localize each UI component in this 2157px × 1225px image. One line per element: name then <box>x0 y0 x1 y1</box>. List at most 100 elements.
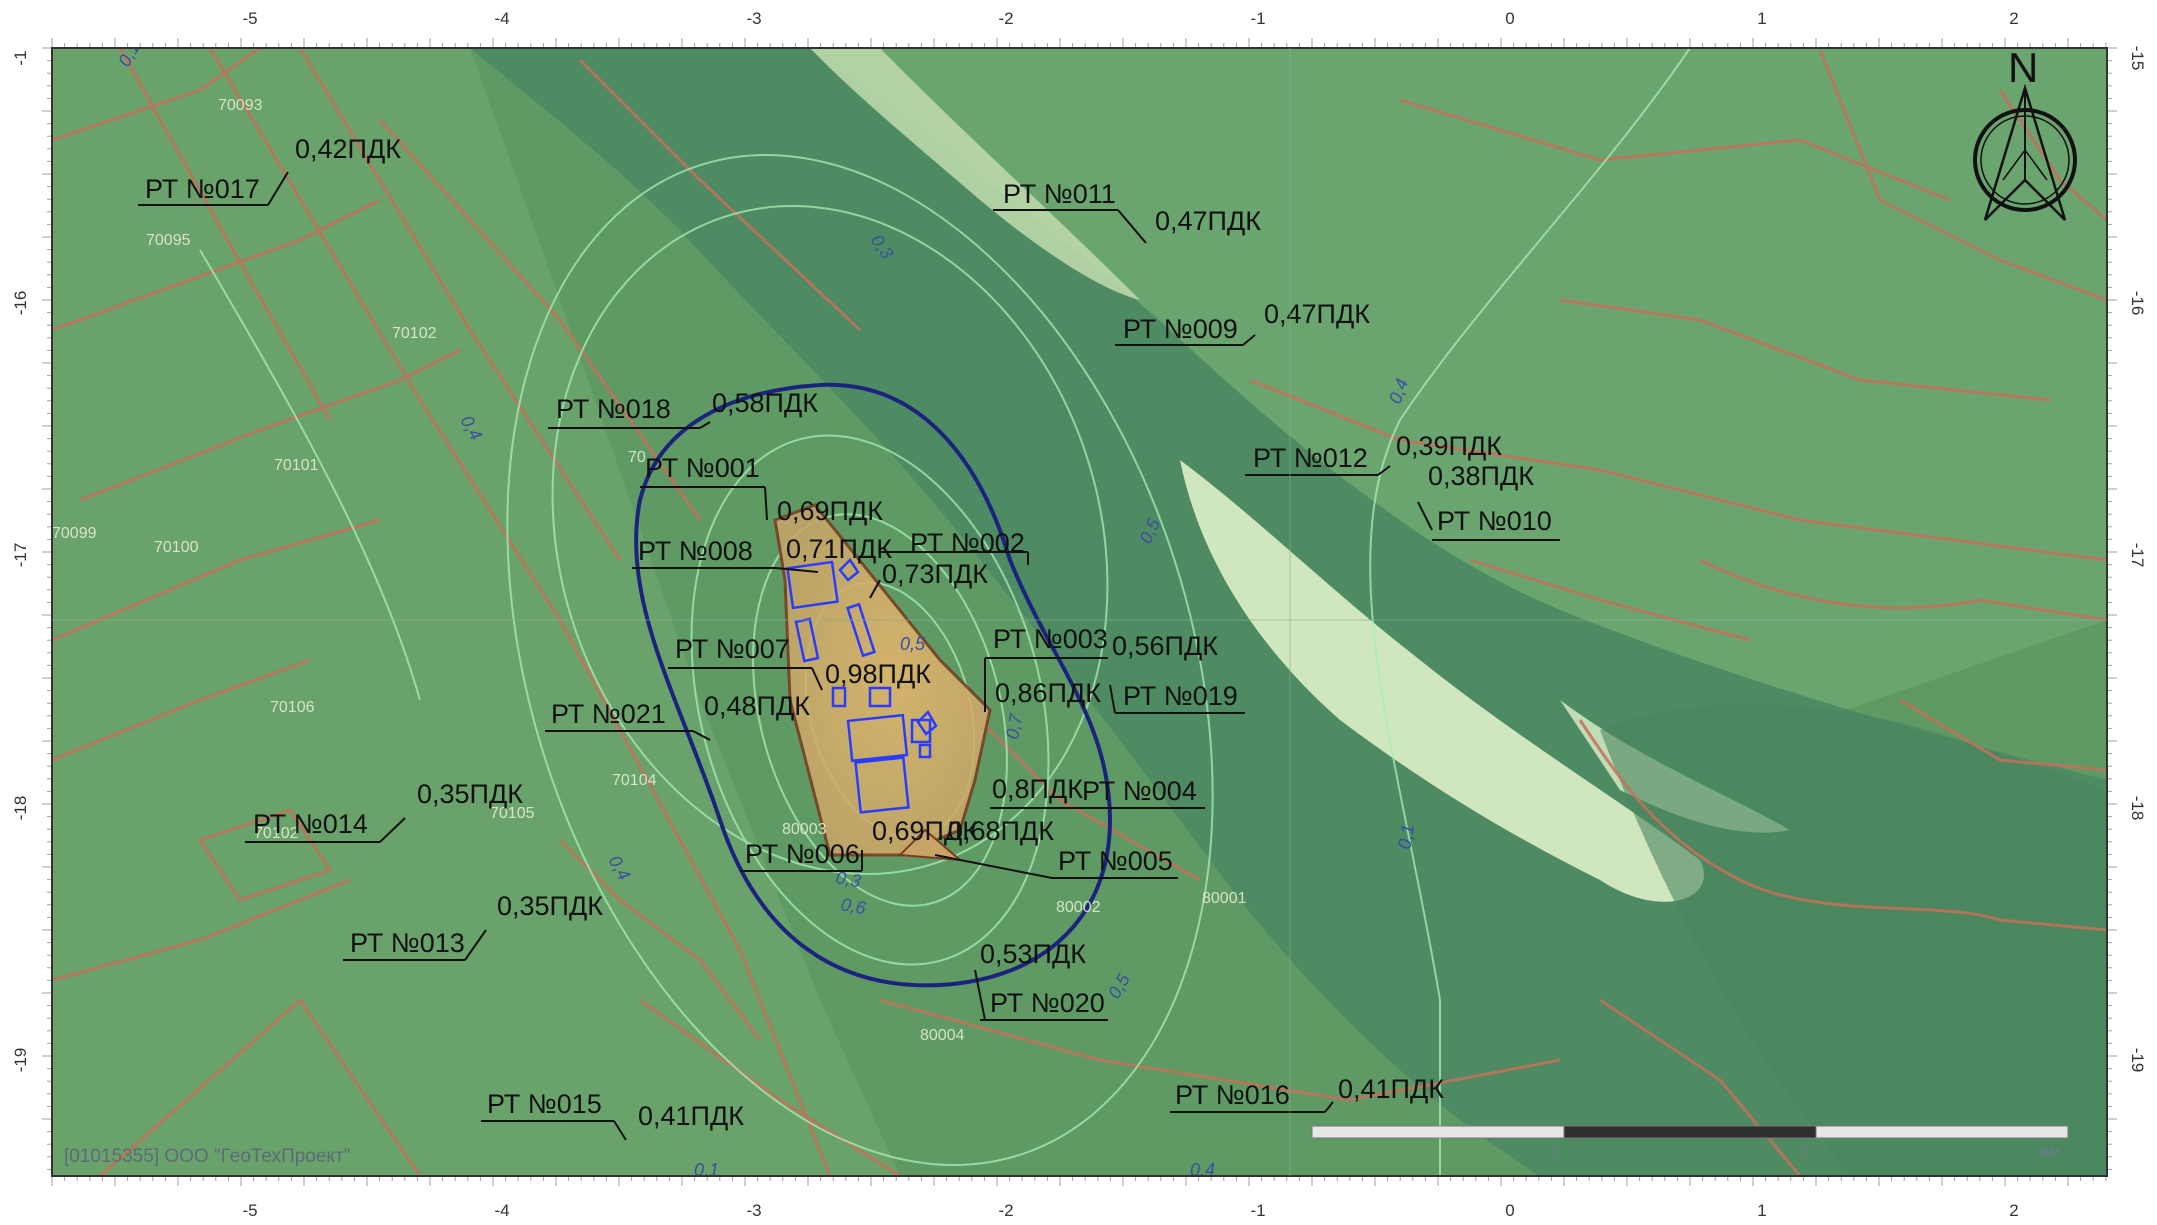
point-id-label: РТ №018 <box>556 394 671 424</box>
isoline-value: 0,6 <box>839 894 868 918</box>
point-id-label: РТ №017 <box>145 174 260 204</box>
scale-label-3: 3км <box>2036 1143 2060 1159</box>
point-id-label: РТ №021 <box>551 699 666 729</box>
x-axis-label: -3 <box>746 9 761 28</box>
point-id-label: РТ №019 <box>1123 681 1238 711</box>
point-value-label: 0,39ПДК <box>1396 431 1502 461</box>
y-axis-label-left: -18 <box>11 796 30 821</box>
isoline-value: 0,1 <box>694 1160 719 1180</box>
cadastre-number: 80001 <box>1202 890 1247 907</box>
point-value-label: 0,98ПДК <box>825 659 931 689</box>
point-id-label: РТ №002 <box>910 528 1025 558</box>
point-id-label: РТ №020 <box>990 988 1105 1018</box>
point-id-label: РТ №015 <box>487 1089 602 1119</box>
x-axis-label: 2 <box>2009 9 2018 28</box>
point-id-label: РТ №016 <box>1175 1080 1290 1110</box>
y-axis-label-right: -17 <box>2128 543 2147 568</box>
cadastre-number: 70106 <box>270 699 315 716</box>
x-axis-label: 1 <box>1757 9 1766 28</box>
scale-label-1: 1 <box>1550 1143 1558 1159</box>
point-value-label: 0,68ПДК <box>948 816 1054 846</box>
cadastre-number: 70 <box>628 449 646 466</box>
x-axis-label: 2 <box>2009 1201 2018 1220</box>
sand-bank <box>1180 460 1704 902</box>
point-id-label: РТ №007 <box>675 634 790 664</box>
x-axis-label: -4 <box>494 9 509 28</box>
cadastre-number: 70102 <box>254 825 299 842</box>
y-axis-label-left: -19 <box>11 1048 30 1073</box>
point-id-label: РТ №014 <box>253 809 368 839</box>
point-value-label: 0,56ПДК <box>1112 631 1218 661</box>
cadastre-boundaries <box>52 48 2107 1176</box>
point-id-label: РТ №009 <box>1123 314 1238 344</box>
point-value-label: 0,35ПДК <box>497 891 603 921</box>
cadastre-number: 80002 <box>1056 899 1101 916</box>
point-value-label: 0,48ПДК <box>704 691 810 721</box>
north-arrow-label: N <box>2008 44 2038 91</box>
point-value-label: 0,53ПДК <box>980 939 1086 969</box>
point-id-label: РТ №011 <box>1003 179 1116 209</box>
measurement-point-labels: РТ №017 0,42ПДК РТ №011 0,47ПДК РТ №009 0,47П… <box>145 134 1552 1131</box>
y-axis-label-right: -15 <box>2128 46 2147 71</box>
point-id-label: РТ №004 <box>1082 776 1197 806</box>
cadastre-number: 70093 <box>218 97 263 114</box>
cadastre-number: 70101 <box>274 457 319 474</box>
x-axis-label: -2 <box>998 1201 1013 1220</box>
cadastre-number: 70099 <box>52 525 97 542</box>
isoline-value: 0,5 <box>900 634 926 654</box>
point-value-label: 0,42ПДК <box>295 134 401 164</box>
urban-area <box>52 48 900 1176</box>
point-value-label: 0,38ПДК <box>1428 461 1534 491</box>
x-axis-label: -1 <box>1250 1201 1265 1220</box>
x-axis-label: -4 <box>494 1201 509 1220</box>
x-axis-label: -5 <box>242 9 257 28</box>
cadastre-number: 70100 <box>154 539 199 556</box>
scale-bar: 1 2 3км <box>1311 1125 2069 1159</box>
north-arrow: N <box>1973 44 2077 221</box>
point-value-label: 0,8ПДК <box>992 774 1083 804</box>
point-value-label: 0,73ПДК <box>882 559 988 589</box>
point-value-label: 0,58ПДК <box>712 388 818 418</box>
point-id-label: РТ №003 <box>993 624 1108 654</box>
isolines <box>199 48 1691 1176</box>
y-axis-label-right: -16 <box>2128 291 2147 316</box>
point-id-label: РТ №001 <box>645 453 760 483</box>
point-id-label: РТ №005 <box>1058 846 1173 876</box>
x-axis-label: 1 <box>1757 1201 1766 1220</box>
point-value-label: 0,47ПДК <box>1155 206 1261 236</box>
point-id-label: РТ №010 <box>1437 506 1552 536</box>
isoline-value: 0,7 <box>1002 712 1026 741</box>
x-axis-label: -5 <box>242 1201 257 1220</box>
cadastre-labels: 70093 70095 70102 70101 70099 70100 70106 70104… <box>52 97 1247 1044</box>
scale-label-2: 2 <box>1802 1143 1810 1159</box>
cadastre-number: 70104 <box>612 772 657 789</box>
cadastre-number: 80004 <box>920 1027 965 1044</box>
point-value-label: 0,41ПДК <box>1338 1074 1444 1104</box>
isoline-value: 0,4 <box>1190 1160 1215 1180</box>
point-id-label: РТ №013 <box>350 928 465 958</box>
sanitary-zone-boundary <box>634 382 1113 988</box>
x-axis-label: 0 <box>1505 9 1514 28</box>
x-axis-label: -1 <box>1250 9 1265 28</box>
cadastre-number: 80003 <box>782 821 827 838</box>
map-credit: [01015355] ООО "ГеоТехПроект" <box>64 1146 350 1167</box>
point-id-label: РТ №012 <box>1253 443 1368 473</box>
y-axis-label-left: -17 <box>11 543 30 568</box>
industrial-site-extension <box>897 828 963 862</box>
point-value-label: 0,47ПДК <box>1264 299 1370 329</box>
cadastre-number: 70095 <box>146 232 191 249</box>
point-id-label: РТ №008 <box>638 536 753 566</box>
industrial-site <box>773 503 992 857</box>
point-value-label: 0,71ПДК <box>786 534 892 564</box>
y-axis-label-left: -1 <box>11 50 30 65</box>
point-value-label: 0,69ПДК <box>872 816 978 846</box>
point-value-label: 0,35ПДК <box>417 779 523 809</box>
right-bank <box>1600 704 2107 1176</box>
map-border <box>51 47 2108 1177</box>
buildings <box>786 558 938 814</box>
y-axis-label-right: -19 <box>2128 1048 2147 1073</box>
isoline-value: 0,1 <box>1394 823 1418 851</box>
point-leader-lines <box>138 171 1560 1141</box>
